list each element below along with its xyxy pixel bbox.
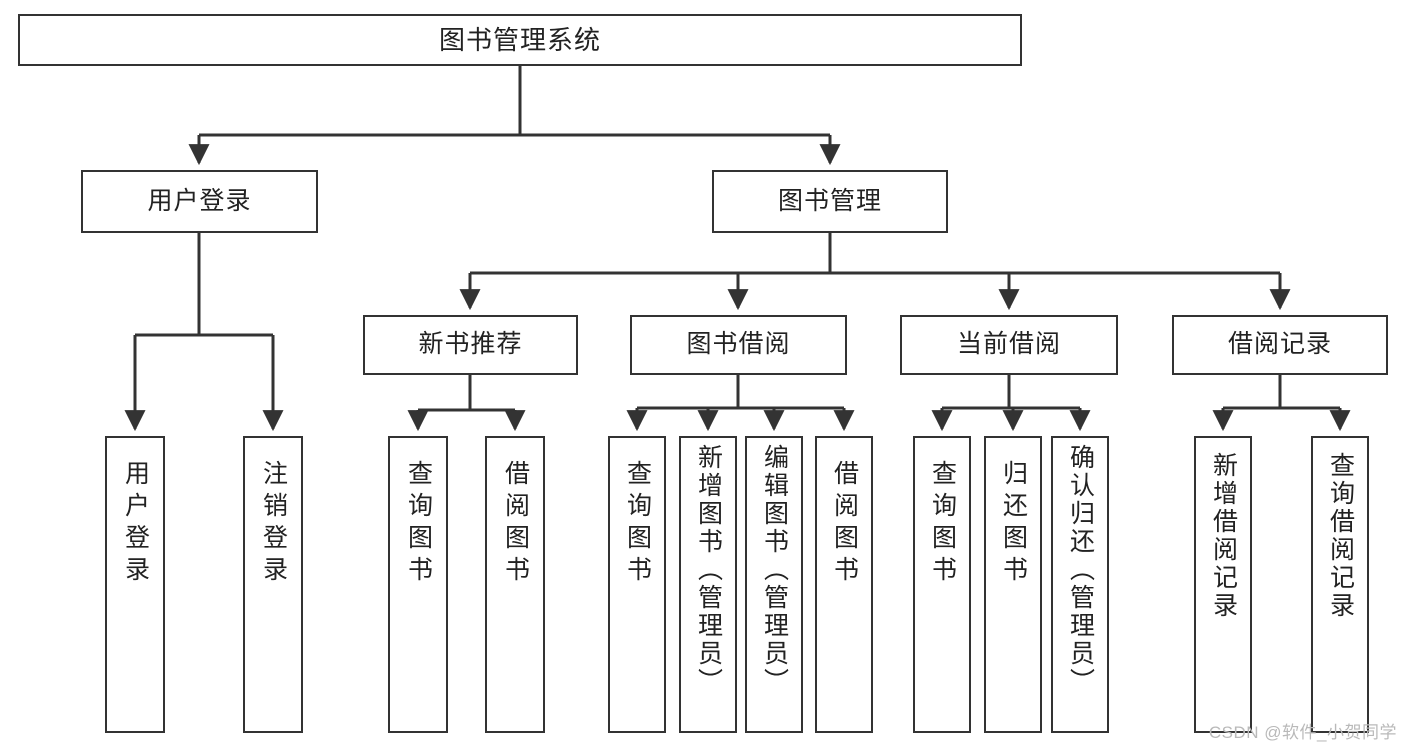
node-label: 编辑图书（管理员） <box>760 444 789 696</box>
node-label: 借阅图书 <box>501 460 530 588</box>
node-borrowing-record[interactable]: 借阅记录 <box>1172 315 1388 375</box>
node-leaf-borrow-book[interactable]: 借阅图书 <box>815 436 873 733</box>
node-label: 新增借阅记录 <box>1209 452 1238 620</box>
node-leaf-add-borrow-record[interactable]: 新增借阅记录 <box>1194 436 1252 733</box>
node-label: 图书管理系统 <box>438 24 601 55</box>
node-leaf-borrow-query-book[interactable]: 查询图书 <box>608 436 666 733</box>
node-label: 归还图书 <box>999 460 1028 588</box>
node-user-login[interactable]: 用户登录 <box>81 170 318 233</box>
node-label: 借阅记录 <box>1227 330 1332 359</box>
node-label: 借阅图书 <box>830 460 859 588</box>
node-label: 查询借阅记录 <box>1326 452 1355 620</box>
node-leaf-confirm-return-admin[interactable]: 确认归还（管理员） <box>1051 436 1109 733</box>
node-label: 查询图书 <box>623 460 652 588</box>
node-label: 用户登录 <box>121 460 150 588</box>
node-label: 图书借阅 <box>686 330 791 359</box>
node-leaf-cur-query-book[interactable]: 查询图书 <box>913 436 971 733</box>
node-leaf-logout[interactable]: 注销登录 <box>243 436 303 733</box>
node-label: 注销登录 <box>259 460 288 588</box>
node-label: 用户登录 <box>147 186 252 215</box>
node-label: 查询图书 <box>928 460 957 588</box>
node-leaf-edit-book-admin[interactable]: 编辑图书（管理员） <box>745 436 803 733</box>
node-book-borrowing[interactable]: 图书借阅 <box>630 315 847 375</box>
node-leaf-rec-query-book[interactable]: 查询图书 <box>388 436 448 733</box>
node-book-management[interactable]: 图书管理 <box>712 170 948 233</box>
node-root-book-management-system[interactable]: 图书管理系统 <box>18 14 1022 66</box>
node-label: 新增图书（管理员） <box>694 444 723 696</box>
node-label: 确认归还（管理员） <box>1066 444 1095 696</box>
node-label: 新书推荐 <box>418 330 523 359</box>
node-label: 图书管理 <box>777 186 882 215</box>
node-leaf-return-book[interactable]: 归还图书 <box>984 436 1042 733</box>
node-leaf-add-book-admin[interactable]: 新增图书（管理员） <box>679 436 737 733</box>
node-label: 当前借阅 <box>956 330 1061 359</box>
node-current-borrowing[interactable]: 当前借阅 <box>900 315 1118 375</box>
csdn-watermark: CSDN @软件_小贺同学 <box>1208 723 1397 742</box>
node-new-book-recommendation[interactable]: 新书推荐 <box>363 315 578 375</box>
node-leaf-user-login[interactable]: 用户登录 <box>105 436 165 733</box>
node-label: 查询图书 <box>404 460 433 588</box>
node-leaf-query-borrow-record[interactable]: 查询借阅记录 <box>1311 436 1369 733</box>
node-leaf-rec-borrow-book[interactable]: 借阅图书 <box>485 436 545 733</box>
